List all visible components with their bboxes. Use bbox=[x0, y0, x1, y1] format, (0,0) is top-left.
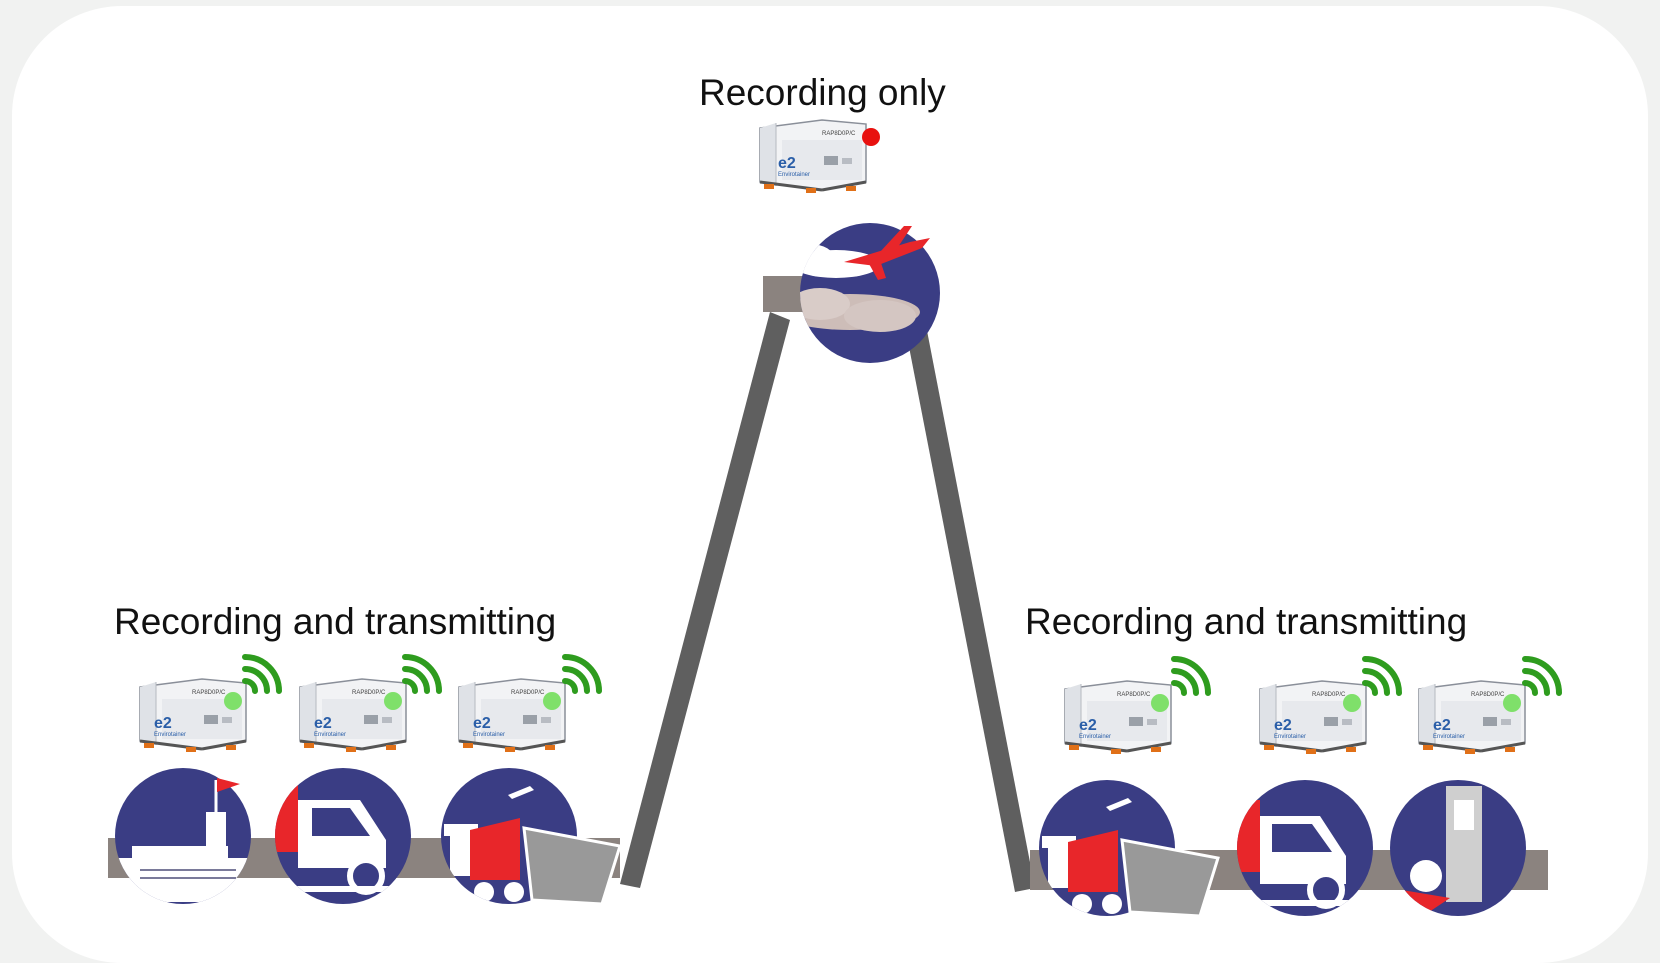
signal-icon bbox=[1174, 659, 1208, 693]
container-model: RAP8D0P/C bbox=[1471, 692, 1505, 698]
track bbox=[620, 310, 1035, 892]
container-model: RAP8D0P/C bbox=[1117, 692, 1151, 698]
label-recording-only: Recording only bbox=[699, 72, 946, 113]
truck-icon bbox=[1237, 780, 1373, 916]
status-red-light bbox=[862, 128, 880, 146]
container-ground: RAP8D0P/C e2 Envirotainer bbox=[138, 677, 248, 754]
container-model: RAP8D0P/C bbox=[192, 690, 226, 696]
signal-icon bbox=[405, 657, 439, 691]
container-brand-mark: e2 bbox=[1079, 717, 1097, 734]
container-brand-name: Envirotainer bbox=[1274, 734, 1306, 740]
airplane-icon bbox=[800, 223, 940, 363]
status-green-light bbox=[1343, 694, 1361, 712]
signal-icon bbox=[245, 657, 279, 691]
container-brand-name: Envirotainer bbox=[154, 732, 186, 738]
truck-icon bbox=[275, 768, 411, 904]
container-brand-name: Envirotainer bbox=[1433, 734, 1465, 740]
label-recording-transmitting-right: Recording and transmitting bbox=[1025, 601, 1468, 642]
container-air: RAP8D0P/C e2 Envirotainer bbox=[758, 118, 880, 195]
container-model: RAP8D0P/C bbox=[1312, 692, 1346, 698]
label-recording-transmitting-left: Recording and transmitting bbox=[114, 601, 557, 642]
container-brand-mark: e2 bbox=[778, 155, 796, 172]
container-model: RAP8D0P/C bbox=[352, 690, 386, 696]
container-brand-name: Envirotainer bbox=[1079, 734, 1111, 740]
container-model: RAP8D0P/C bbox=[822, 131, 856, 137]
warehouse-forklift-icon bbox=[1390, 780, 1526, 916]
status-green-light bbox=[543, 692, 561, 710]
signal-icon bbox=[1365, 659, 1399, 693]
container-brand-mark: e2 bbox=[314, 715, 332, 732]
airport-forklift-icon bbox=[1039, 780, 1220, 918]
status-green-light bbox=[384, 692, 402, 710]
airport-forklift-icon bbox=[441, 768, 622, 906]
signal-icon bbox=[565, 657, 599, 691]
container-brand-name: Envirotainer bbox=[314, 732, 346, 738]
status-green-light bbox=[1503, 694, 1521, 712]
container-ground: RAP8D0P/C e2 Envirotainer bbox=[1063, 679, 1173, 756]
container-brand-mark: e2 bbox=[154, 715, 172, 732]
container-brand-mark: e2 bbox=[473, 715, 491, 732]
ship-icon bbox=[115, 768, 251, 904]
container-brand-mark: e2 bbox=[1274, 717, 1292, 734]
container-ground: RAP8D0P/C e2 Envirotainer bbox=[457, 677, 567, 754]
container-model: RAP8D0P/C bbox=[511, 690, 545, 696]
container-ground: RAP8D0P/C e2 Envirotainer bbox=[298, 677, 408, 754]
container-brand-name: Envirotainer bbox=[778, 172, 810, 178]
signal-icon bbox=[1525, 659, 1559, 693]
container-ground: RAP8D0P/C e2 Envirotainer bbox=[1258, 679, 1368, 756]
status-green-light bbox=[224, 692, 242, 710]
container-brand-mark: e2 bbox=[1433, 717, 1451, 734]
container-ground: RAP8D0P/C e2 Envirotainer bbox=[1417, 679, 1527, 756]
status-green-light bbox=[1151, 694, 1169, 712]
container-brand-name: Envirotainer bbox=[473, 732, 505, 738]
